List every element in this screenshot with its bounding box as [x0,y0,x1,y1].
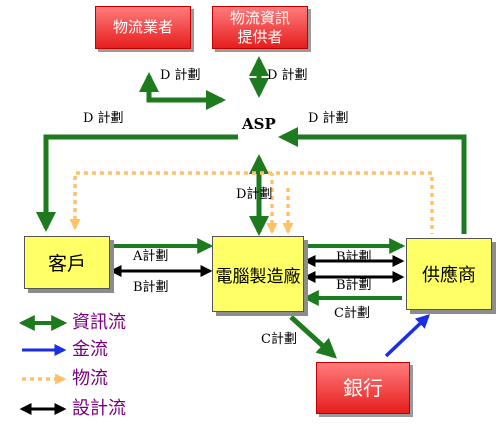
legend-info-label: 資訊流 [72,312,126,333]
label-d-plan-customer: D 計劃 [83,111,124,126]
legend-money-label: 金流 [72,339,108,360]
legend-design-label: 設計流 [72,398,126,419]
customer-node: 客戶 [24,236,110,289]
arrow-bank-supplier [384,314,431,358]
logistics-flow-customer [69,171,434,234]
logistics-info-label-2: 提供者 [237,27,283,46]
asp-label: ASP [242,115,276,133]
label-a-plan: A計劃 [133,249,169,264]
legend-logistics-label: 物流 [72,368,108,389]
label-b-plan-supplier-1: B計劃 [336,250,372,265]
arrow-supplier-asp [278,127,467,234]
arrow-asp-logistics [139,72,226,110]
supplier-node: 供應商 [406,238,492,310]
label-c-plan-supplier: C計劃 [334,306,370,321]
bank-node: 銀行 [316,362,410,414]
pc-maker-node: 電腦製造廠 [212,236,304,312]
logistics-node: 物流業者 [95,6,191,49]
label-d-plan-info: D 計劃 [267,68,308,83]
bank-label: 銀行 [343,375,383,400]
label-c-plan-bank: C計劃 [261,332,297,347]
label-d-plan-pcmaker: D計劃 [236,187,273,202]
label-b-plan-supplier-2: B計劃 [336,278,372,293]
logistics-label: 物流業者 [112,18,173,36]
arrow-asp-customer [36,134,238,232]
pc-maker-label: 電腦製造廠 [215,266,301,287]
logistics-info-node: 物流資訊 提供者 [212,6,308,49]
customer-label: 客戶 [47,253,86,275]
supplier-label: 供應商 [422,265,476,286]
logistics-info-label-1: 物流資訊 [229,8,290,27]
label-d-plan-logistics: D 計劃 [160,68,201,83]
label-d-plan-supplier: D 計劃 [308,111,349,126]
arrow-pcmaker-bank [289,315,337,359]
label-b-plan-customer: B計劃 [133,280,169,295]
